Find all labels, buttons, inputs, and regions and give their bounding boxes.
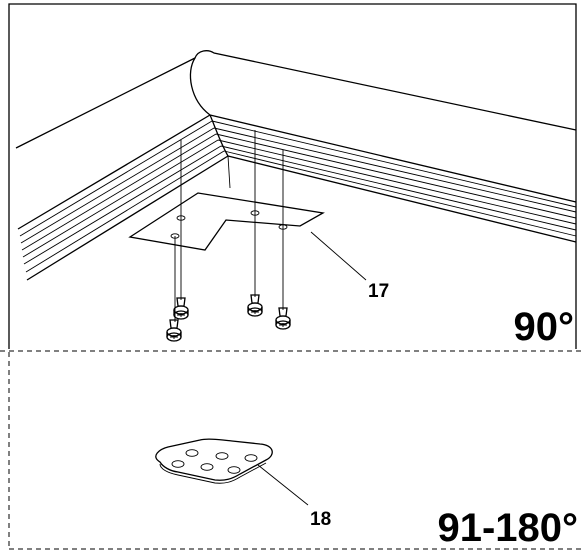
corner-cornice-moulding — [15, 50, 577, 281]
panel-90-frame — [8, 3, 577, 349]
screw-icon — [173, 297, 189, 320]
l-bracket-plate — [128, 192, 325, 251]
connector-plate — [155, 438, 273, 484]
callout-17-label: 17 — [368, 281, 389, 302]
screws — [166, 130, 291, 342]
callout-17-leader — [310, 231, 367, 281]
panel-90-degrees: 17 90° — [8, 3, 577, 349]
panel-91-180-degrees: 18 91-180° — [8, 352, 582, 550]
angle-label-90: 90° — [514, 305, 575, 349]
screw-icon — [247, 294, 263, 317]
screw-icon — [166, 319, 182, 342]
angle-label-91-180: 91-180° — [437, 506, 578, 550]
screw-icon — [275, 307, 291, 330]
callout-18-label: 18 — [310, 509, 331, 530]
callout-18-leader — [257, 464, 309, 506]
